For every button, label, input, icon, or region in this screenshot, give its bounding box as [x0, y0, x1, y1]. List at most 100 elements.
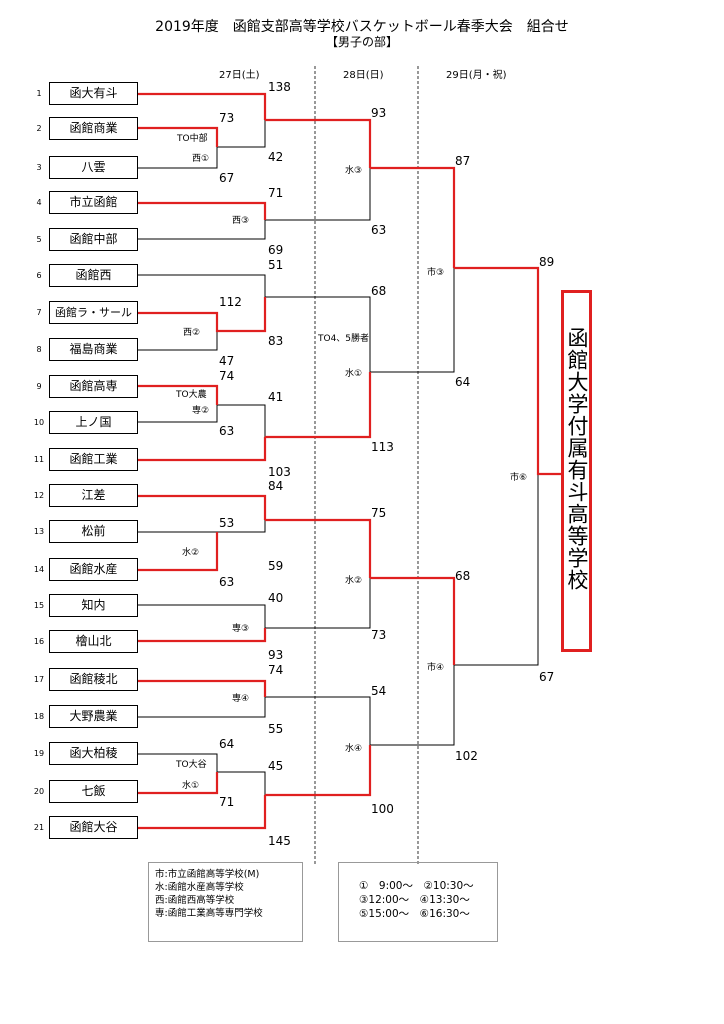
- score: 45: [268, 759, 284, 773]
- venue-label: 専③: [232, 624, 250, 634]
- legend-line: ⑤15:00～ ⑥16:30～: [359, 908, 470, 920]
- legend-line: ③12:00～ ④13:30～: [359, 894, 470, 906]
- seed-11: 11: [33, 455, 45, 464]
- seed-16: 16: [33, 637, 45, 646]
- team-11: 函館工業: [49, 448, 138, 471]
- venue-label: 水③: [345, 166, 363, 176]
- line-team15: [138, 604, 266, 628]
- win-line-team17: [138, 679, 267, 697]
- line-g1-lower: [217, 120, 266, 148]
- score: 68: [371, 284, 387, 298]
- page-subtitle: 【男子の部】: [325, 35, 398, 49]
- team-13: 松前: [49, 520, 138, 543]
- venue-label: 西①: [192, 154, 210, 164]
- win-line-team16: [138, 628, 267, 643]
- win-line-team14: [138, 532, 219, 572]
- win-line-final: [454, 266, 561, 476]
- win-line-r2-5: [265, 518, 372, 578]
- legend-line: ① 9:00～ ②10:30～: [359, 880, 474, 892]
- seed-7: 7: [36, 308, 42, 317]
- venue-label: 市⑥: [510, 473, 528, 483]
- score: 74: [268, 663, 284, 677]
- score: 71: [219, 795, 235, 809]
- day-label-27: 27日(土): [219, 70, 260, 81]
- champion-box: 函館大学付属有斗高等学校: [561, 290, 592, 652]
- score: 54: [371, 684, 387, 698]
- seed-8: 8: [36, 345, 42, 354]
- line-team6: [138, 274, 266, 297]
- score: 64: [219, 737, 235, 751]
- seed-5: 5: [36, 235, 42, 244]
- win-line-team12: [138, 494, 267, 520]
- team-18: 大野農業: [49, 705, 138, 728]
- line-r2-7: [265, 696, 371, 745]
- seed-15: 15: [33, 601, 45, 610]
- venue-label: 西③: [232, 216, 250, 226]
- score: 103: [268, 465, 291, 479]
- team-14: 函館水産: [49, 558, 138, 581]
- score: 40: [268, 591, 284, 605]
- score: 63: [371, 223, 387, 237]
- team-19: 函大柏稜: [49, 742, 138, 765]
- seed-19: 19: [33, 749, 45, 758]
- score: 145: [268, 834, 291, 848]
- score: 64: [455, 375, 471, 389]
- team-9: 函館高専: [49, 375, 138, 398]
- win-line-r3-3: [370, 576, 456, 665]
- seed-17: 17: [33, 675, 45, 684]
- seed-2: 2: [36, 124, 42, 133]
- win-line-r2-8: [265, 745, 372, 797]
- score: 73: [371, 628, 387, 642]
- score: 113: [371, 440, 394, 454]
- score: 55: [268, 722, 284, 736]
- line-team8: [138, 331, 218, 351]
- score: 87: [455, 154, 471, 168]
- team-7: 函館ラ・サール: [49, 301, 138, 324]
- seed-10: 10: [33, 418, 45, 427]
- venue-label: 水①: [345, 369, 363, 379]
- score: 68: [455, 569, 471, 583]
- venue-label: 水①: [182, 781, 200, 791]
- score: 51: [268, 258, 284, 272]
- win-line-team20: [138, 772, 219, 795]
- team-17: 函館稜北: [49, 668, 138, 691]
- line-team13: [138, 531, 218, 570]
- score: 74: [219, 369, 235, 383]
- venue-label: 水②: [345, 576, 363, 586]
- team-12: 江差: [49, 484, 138, 507]
- score: 63: [219, 575, 235, 589]
- win-line-team7: [138, 297, 267, 333]
- legend-line: 西:函館西高等学校: [155, 895, 235, 906]
- score: 71: [268, 186, 284, 200]
- win-line-team2: [138, 126, 219, 147]
- team-5: 函館中部: [49, 228, 138, 251]
- line-team3: [138, 147, 218, 169]
- score: 84: [268, 479, 284, 493]
- venue-label: TO中部: [177, 134, 208, 144]
- win-line-r3-1: [370, 166, 456, 268]
- team-2: 函館商業: [49, 117, 138, 140]
- venue-label: 水④: [345, 744, 363, 754]
- time-legend: ① 9:00～ ②10:30～ ③12:00～ ④13:30～ ⑤15:00～ …: [338, 862, 498, 942]
- score: 42: [268, 150, 284, 164]
- win-line-r2-1: [265, 118, 372, 168]
- score: 93: [268, 648, 284, 662]
- seed-6: 6: [36, 271, 42, 280]
- score: 41: [268, 390, 284, 404]
- day-label-28: 28日(日): [343, 70, 384, 81]
- line-team18: [138, 697, 266, 718]
- score: 69: [268, 243, 284, 257]
- score: 63: [219, 424, 235, 438]
- score: 75: [371, 506, 387, 520]
- venue-label: 市④: [427, 663, 445, 673]
- score: 59: [268, 559, 284, 573]
- score: 83: [268, 334, 284, 348]
- seed-4: 4: [36, 198, 42, 207]
- score: 73: [219, 111, 235, 125]
- team-21: 函館大谷: [49, 816, 138, 839]
- page-title: 2019年度 函館支部高等学校バスケットボール春季大会 組合せ: [155, 19, 569, 35]
- legend-line: 水:函館水産高等学校: [155, 882, 244, 893]
- venue-label: 西②: [183, 328, 201, 338]
- legend-line: 専:函館工業高等専門学校: [155, 908, 263, 919]
